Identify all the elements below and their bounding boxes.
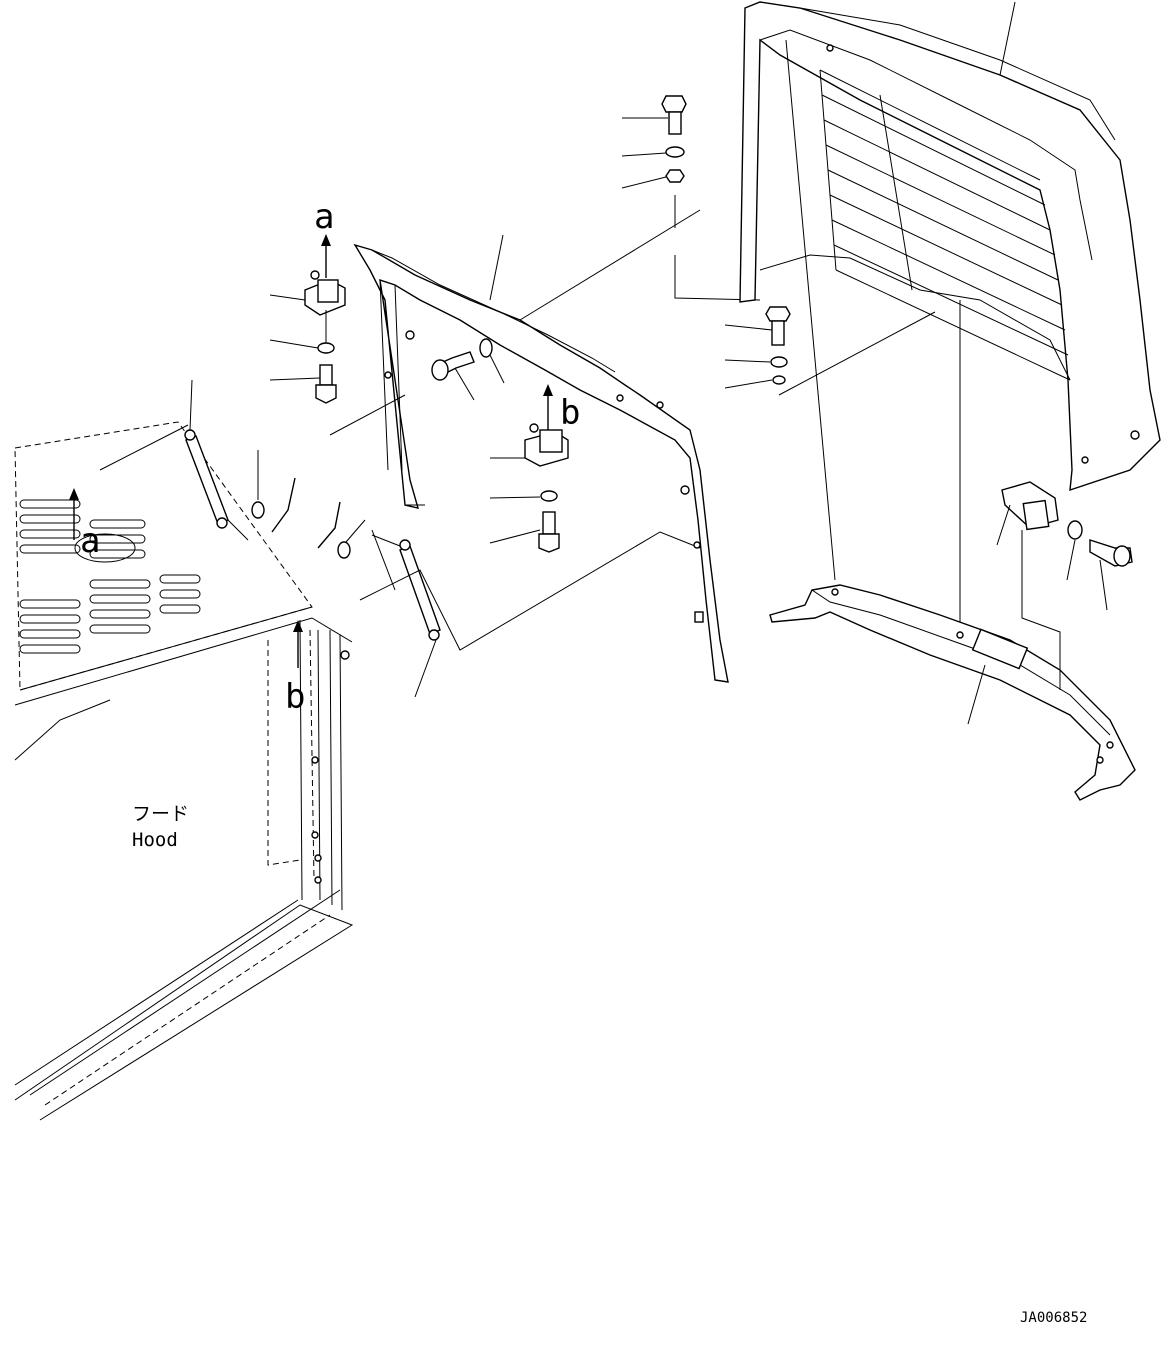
lower-cross-member — [769, 584, 1136, 801]
gas-spring-left — [99, 379, 249, 541]
hood-label-jp: フード — [132, 803, 189, 825]
latch-assembly — [996, 481, 1133, 690]
grille-cover — [739, 1, 1161, 635]
arrow-b-top — [543, 384, 553, 430]
pin-parts — [251, 450, 701, 651]
right-bolt-stack — [724, 306, 936, 396]
hood-base-assembly — [14, 421, 354, 1121]
bracket-b-stack — [489, 423, 569, 553]
arrow-a-top — [321, 234, 331, 278]
top-bolt-stack — [621, 95, 761, 301]
gas-spring-right — [371, 534, 441, 698]
callout-a-bottom: a — [80, 521, 100, 561]
callout-b-bottom: b — [285, 677, 305, 717]
frame-assembly — [329, 209, 729, 683]
hood-label-en: Hood — [132, 829, 178, 851]
callout-b-top: b — [560, 393, 580, 433]
arrow-b-bottom — [293, 620, 303, 668]
bracket-a-stack — [269, 270, 346, 404]
arrow-a-bottom — [69, 488, 79, 540]
drawing-id: JA006852 — [1020, 1310, 1087, 1326]
frame-bolt — [431, 338, 505, 401]
callout-a-top: a — [314, 197, 334, 237]
